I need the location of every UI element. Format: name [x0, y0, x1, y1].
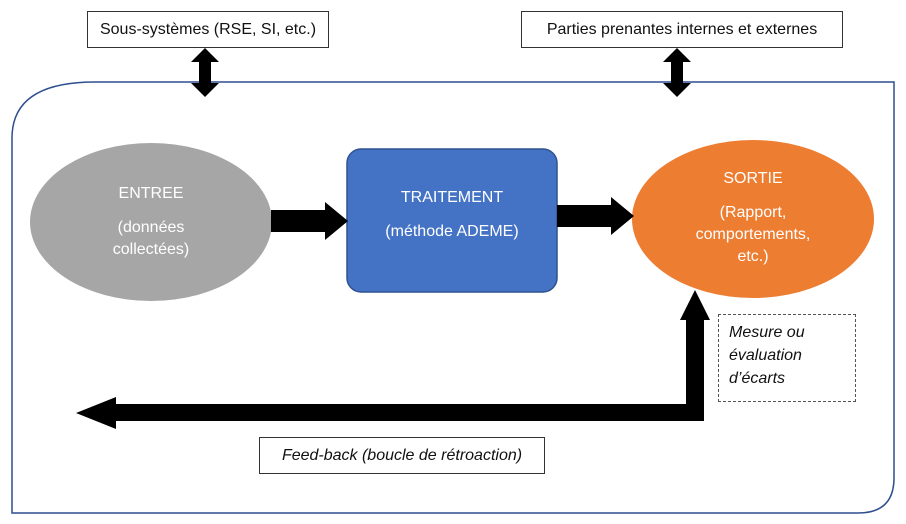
- input-detail-line2: collectées): [112, 241, 190, 258]
- measure-line3: d’écarts: [729, 370, 786, 387]
- measure-annotation: Mesure ou évaluation d’écarts: [718, 314, 856, 402]
- measure-line2: évaluation: [729, 347, 802, 364]
- output-title: SORTIE: [723, 170, 783, 187]
- process-node-text: TRAITEMENT (méthode ADEME): [347, 170, 557, 260]
- output-node: [632, 140, 874, 298]
- feedback-label: Feed-back (boucle de rétroaction): [259, 437, 545, 474]
- system-boundary: [11, 81, 895, 514]
- output-node-text: SORTIE (Rapport, comportements, etc.): [642, 150, 864, 286]
- feedback-loop-arrow: [76, 290, 710, 429]
- input-title: ENTREE: [118, 185, 184, 202]
- output-detail-line2: comportements,: [695, 226, 811, 243]
- process-detail: (méthode ADEME): [385, 223, 519, 240]
- measure-line1: Mesure ou: [729, 324, 805, 341]
- input-node: [30, 143, 272, 301]
- input-to-process-arrow: [271, 202, 348, 240]
- stakeholders-double-arrow: [663, 48, 691, 97]
- output-detail-line3: etc.): [737, 248, 769, 265]
- stakeholders-label: Parties prenantes internes et externes: [521, 11, 843, 48]
- process-title: TRAITEMENT: [400, 189, 504, 206]
- subsystems-label: Sous-systèmes (RSE, SI, etc.): [87, 11, 329, 48]
- process-to-output-arrow: [557, 197, 634, 235]
- input-node-text: ENTREE (données collectées): [40, 160, 262, 284]
- subsystems-double-arrow: [191, 48, 219, 97]
- output-detail-line1: (Rapport,: [719, 204, 787, 221]
- input-detail-line1: (données: [117, 219, 185, 236]
